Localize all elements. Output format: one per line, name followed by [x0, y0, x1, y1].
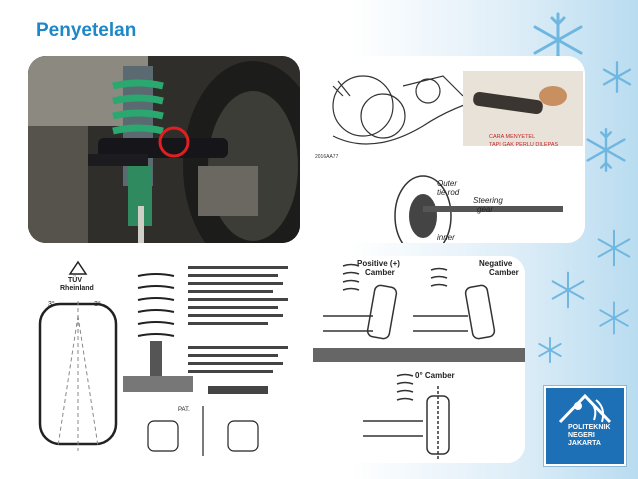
note-line-1: CARA MENYETEL: [489, 134, 535, 140]
slide-title: Penyetelan: [36, 20, 137, 41]
logo-line-3: JAKARTA: [568, 440, 601, 447]
tie-rod-diagram: 2016AA77 CARA MENYETEL TAPI GAK PERLU DI…: [313, 56, 585, 243]
logo-line-2: NEGERI: [568, 432, 595, 439]
zero-camber-label: 0° Camber: [415, 371, 455, 380]
positive-camber-label-2: Camber: [365, 268, 395, 277]
snowflake-icon: [586, 127, 626, 172]
camber-diagram-panel: Positive (+) Camber Negative Camber 0° C…: [313, 256, 525, 463]
snowflake-icon: [597, 229, 631, 267]
angle-left-label: 3°: [48, 300, 55, 308]
snowflake-icon: [551, 271, 585, 309]
callout-gear: gear: [477, 205, 493, 214]
callout-steering: Steering: [473, 196, 503, 205]
logo-text: POLITEKNIK NEGERI JAKARTA: [568, 424, 610, 448]
politeknik-logo: POLITEKNIK NEGERI JAKARTA: [544, 386, 626, 466]
snowflake-icon: [599, 301, 629, 335]
negative-camber-label: Negative: [479, 259, 513, 268]
suspension-photo-image: [28, 56, 300, 243]
logo-emblem-icon: [558, 393, 612, 424]
camber-kit-instructions: TÜV Rheinland 3° 3° PAT.: [28, 256, 300, 463]
brand-line-1: TÜV: [68, 275, 82, 284]
callout-outer: Outer: [437, 179, 457, 188]
suspension-photo: [28, 56, 300, 243]
note-line-2: TAPI GAK PERLU DILEPAS: [489, 142, 559, 148]
brand-line-2: Rheinland: [60, 285, 94, 292]
figure-code-label: 2016AA77: [315, 154, 339, 160]
negative-camber-label-2: Camber: [489, 268, 519, 277]
camber-diagram: Positive (+) Camber Negative Camber 0° C…: [313, 256, 525, 463]
angle-right-label: 3°: [94, 300, 101, 308]
snowflake-icon: [538, 336, 562, 364]
logo-line-1: POLITEKNIK: [568, 424, 611, 431]
callout-tie-rod: tie rod: [437, 188, 460, 197]
callout-inner: inner: [437, 233, 455, 242]
positive-camber-label: Positive (+): [357, 259, 400, 268]
tie-rod-diagram-panel: 2016AA77 CARA MENYETEL TAPI GAK PERLU DI…: [313, 56, 585, 243]
pat-label: PAT.: [178, 407, 190, 413]
camber-kit-diagram: TÜV Rheinland 3° 3° PAT.: [28, 256, 300, 463]
snowflake-icon: [602, 61, 632, 93]
